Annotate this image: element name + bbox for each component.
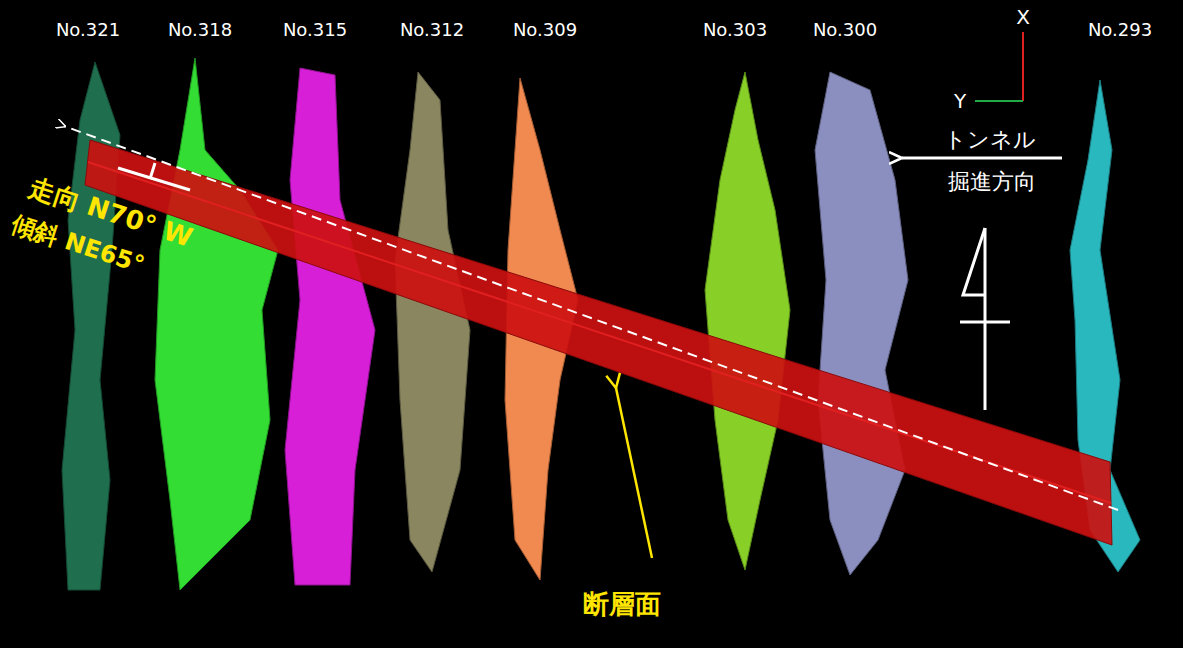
leader-arrow bbox=[616, 388, 652, 558]
fault-facet bbox=[88, 162, 1111, 503]
strike-symbol bbox=[118, 168, 190, 190]
section-shape bbox=[815, 72, 908, 575]
section-number: No.303 bbox=[703, 20, 767, 40]
north-symbol bbox=[960, 228, 1010, 410]
dip-tick bbox=[150, 163, 155, 179]
section-number: No.309 bbox=[513, 20, 577, 40]
section-number: No.318 bbox=[168, 20, 232, 40]
section-number: No.312 bbox=[400, 20, 464, 40]
axis-label: X bbox=[1016, 6, 1030, 28]
section-shape bbox=[705, 72, 790, 570]
section-shape bbox=[285, 68, 375, 585]
tunnel-sections bbox=[62, 58, 1140, 590]
section-number: No.293 bbox=[1088, 20, 1152, 40]
direction-label: 掘進方向 bbox=[948, 170, 1036, 194]
y-axis bbox=[975, 100, 1023, 102]
x-axis bbox=[1022, 32, 1024, 101]
section-number: No.300 bbox=[813, 20, 877, 40]
section-shape bbox=[395, 72, 470, 572]
fault-plane bbox=[85, 140, 1112, 545]
fault-label: 断層面 bbox=[583, 590, 661, 619]
direction-arrow bbox=[902, 157, 1062, 160]
section-number: No.321 bbox=[56, 20, 120, 40]
section-shape bbox=[155, 58, 278, 590]
direction-label: トンネル bbox=[944, 128, 1036, 152]
strike-line bbox=[64, 126, 1118, 510]
section-number: No.315 bbox=[283, 20, 347, 40]
axis-label: Y bbox=[954, 90, 966, 112]
